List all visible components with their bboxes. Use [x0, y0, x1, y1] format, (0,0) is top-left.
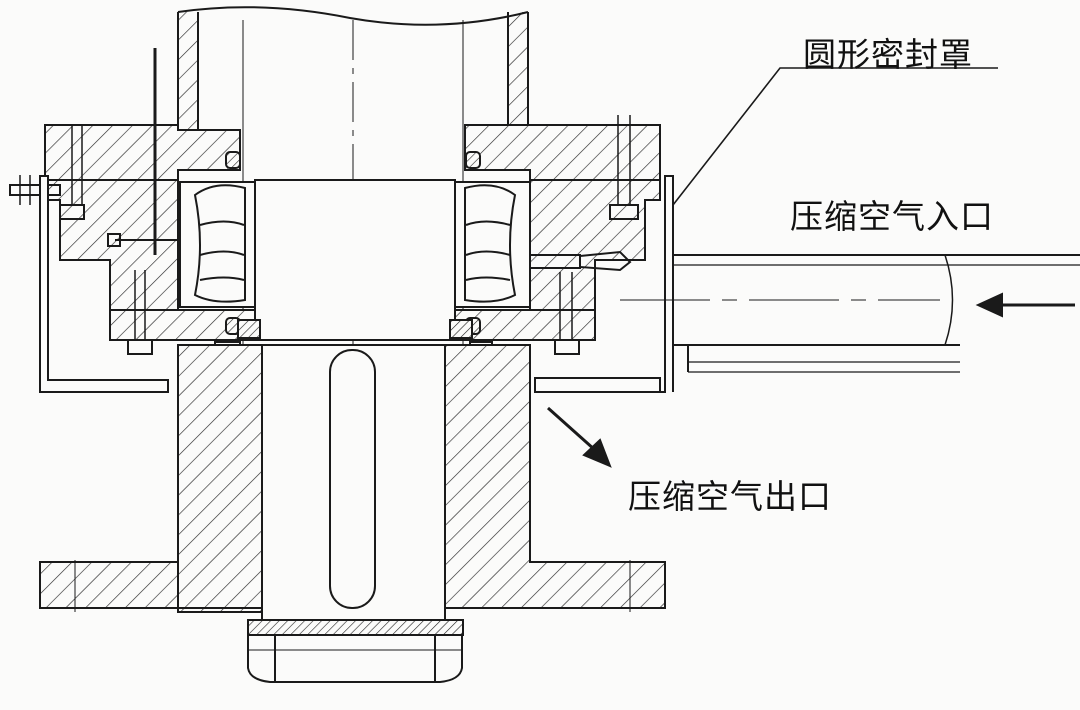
bottom-nut	[247, 619, 464, 683]
air-outlet-label: 压缩空气出口	[628, 477, 832, 516]
bearing	[179, 181, 531, 308]
inner-sleeve	[254, 179, 456, 341]
inlet-arrow-icon	[975, 292, 1075, 318]
outlet-arrow-icon	[547, 406, 612, 468]
bolts	[9, 48, 639, 355]
air-inlet-label: 压缩空气入口	[790, 197, 994, 236]
air-inlet-pipe	[620, 254, 1080, 373]
cover-leader-line	[672, 67, 998, 206]
lower-body	[39, 344, 666, 621]
upper-housing	[44, 124, 661, 341]
round-seal-cover	[39, 175, 674, 393]
round-seal-cover-label: 圆形密封罩	[803, 35, 973, 74]
seal-rings	[214, 151, 493, 357]
